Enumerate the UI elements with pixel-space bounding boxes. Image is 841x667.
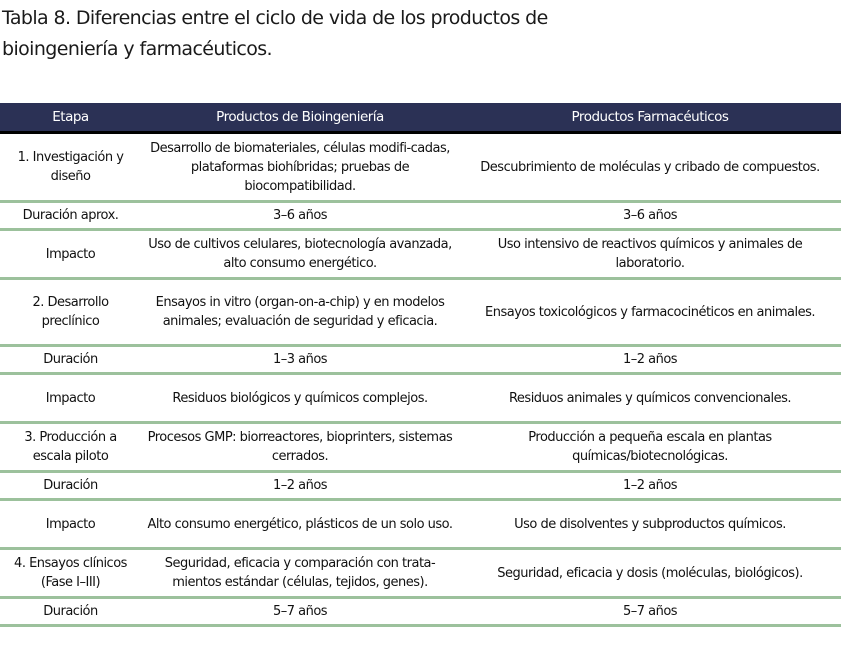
cell-etapa: Duración aprox. <box>0 201 141 231</box>
cell-farma: Ensayos toxicológicos y farmacocinéticos… <box>459 278 841 347</box>
cell-bio: 1–2 años <box>141 471 459 501</box>
cell-etapa: Impacto <box>0 373 141 424</box>
cell-bio: 3–6 años <box>141 201 459 231</box>
table-row: Impacto Uso de cultivos celulares, biote… <box>0 229 841 280</box>
cell-farma: Producción a pequeña escala en plantas q… <box>459 422 841 473</box>
table-row: Impacto Alto consumo energético, plástic… <box>0 499 841 550</box>
cell-etapa: Impacto <box>0 229 141 280</box>
cell-bio: Desarrollo de biomateriales, células mod… <box>141 132 459 203</box>
cell-etapa: 1. Investigación y diseño <box>0 132 141 203</box>
table-row: Duración 1–3 años 1–2 años <box>0 345 841 375</box>
table-row: Impacto Residuos biológicos y químicos c… <box>0 373 841 424</box>
cell-farma: Descubrimiento de moléculas y cribado de… <box>459 132 841 203</box>
cell-farma: 3–6 años <box>459 201 841 231</box>
cell-etapa: 4. Ensayos clínicos (Fase I–III) <box>0 548 141 599</box>
comparison-table: Etapa Productos de Bioingeniería Product… <box>0 103 841 627</box>
cell-bio: Seguridad, eficacia y comparación con tr… <box>141 548 459 599</box>
table-row: Duración 1–2 años 1–2 años <box>0 471 841 501</box>
cell-farma: Seguridad, eficacia y dosis (moléculas, … <box>459 548 841 599</box>
table-row: 3. Producción a escala piloto Procesos G… <box>0 422 841 473</box>
cell-bio: 5–7 años <box>141 597 459 627</box>
header-etapa: Etapa <box>0 103 141 134</box>
table-row: 4. Ensayos clínicos (Fase I–III) Segurid… <box>0 548 841 599</box>
table-caption: Tabla 8. Diferencias entre el ciclo de v… <box>2 7 548 60</box>
table-row: 2. Desarrollo preclínico Ensayos in vitr… <box>0 278 841 347</box>
cell-farma: 1–2 años <box>459 471 841 501</box>
header-farmaceuticos: Productos Farmacéuticos <box>459 103 841 134</box>
cell-farma: Uso de disolventes y subproductos químic… <box>459 499 841 550</box>
cell-etapa: 3. Producción a escala piloto <box>0 422 141 473</box>
cell-bio: Alto consumo energético, plásticos de un… <box>141 499 459 550</box>
header-bioingenieria: Productos de Bioingeniería <box>141 103 459 134</box>
cell-bio: Uso de cultivos celulares, biotecnología… <box>141 229 459 280</box>
cell-bio: Ensayos in vitro (organ-on-a-chip) y en … <box>141 278 459 347</box>
table-row: Duración aprox. 3–6 años 3–6 años <box>0 201 841 231</box>
cell-bio: 1–3 años <box>141 345 459 375</box>
cell-farma: 1–2 años <box>459 345 841 375</box>
cell-bio: Procesos GMP: biorreactores, bioprinters… <box>141 422 459 473</box>
table-header-row: Etapa Productos de Bioingeniería Product… <box>0 103 841 134</box>
cell-etapa: Impacto <box>0 499 141 550</box>
cell-farma: Residuos animales y químicos convenciona… <box>459 373 841 424</box>
cell-farma: 5–7 años <box>459 597 841 627</box>
table-row: Duración 5–7 años 5–7 años <box>0 597 841 627</box>
cell-etapa: 2. Desarrollo preclínico <box>0 278 141 347</box>
table-row: 1. Investigación y diseño Desarrollo de … <box>0 132 841 203</box>
cell-bio: Residuos biológicos y químicos complejos… <box>141 373 459 424</box>
cell-etapa: Duración <box>0 345 141 375</box>
cell-etapa: Duración <box>0 597 141 627</box>
cell-farma: Uso intensivo de reactivos químicos y an… <box>459 229 841 280</box>
cell-etapa: Duración <box>0 471 141 501</box>
